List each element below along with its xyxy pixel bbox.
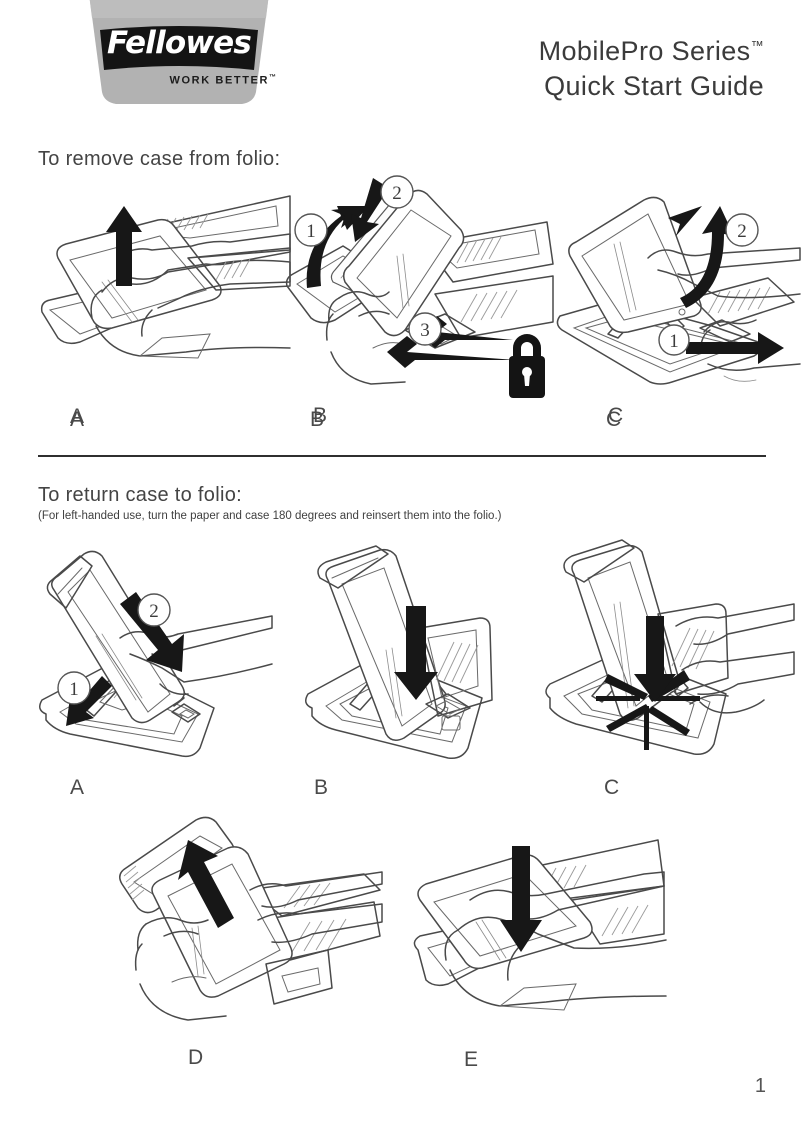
panel-return-c: C: [545, 539, 795, 799]
section-heading-remove: To remove case from folio:: [38, 148, 281, 170]
svg-text:1: 1: [69, 679, 79, 700]
callout-2: 2: [137, 593, 171, 627]
arrow-down-left-icon: [66, 676, 112, 726]
arrow-down-icon: [394, 606, 438, 700]
arrow-curve-up-left-icon: [668, 206, 734, 308]
page-number: 1: [754, 1075, 766, 1097]
panel-letter-return-c: C: [604, 776, 620, 799]
panel-return-b: B: [292, 545, 532, 799]
panel-letter-b-row1: B: [310, 408, 325, 431]
arrow-down-right-icon: [120, 592, 184, 672]
arrow-right-icon: [686, 332, 784, 364]
page-header: Fellowes WORK BETTER™ MobilePro Series™ …: [0, 0, 802, 130]
panel-letter-remove-a: A: [70, 405, 85, 428]
panel-remove-c: 1 2 C: [552, 192, 801, 427]
callout-1: 1: [658, 324, 690, 356]
panel-letter-remove-b: B: [313, 404, 328, 427]
panel-return-a: 2 1 A: [32, 548, 273, 799]
panel-letter-remove-c: C: [608, 404, 624, 427]
panel-letter-return-b: B: [314, 776, 329, 799]
panel-letter-a-row1: A: [70, 408, 85, 431]
callout-2: 2: [725, 213, 759, 247]
panel-remove-b: B: [285, 172, 555, 427]
section-heading-return: To return case to folio:: [38, 484, 242, 506]
panel-remove-a: A: [40, 190, 291, 428]
panel-return-d: D: [112, 816, 383, 1069]
panel-letter-return-a: A: [70, 776, 85, 799]
page-title-line-2: Quick Start Guide: [544, 70, 764, 101]
svg-text:1: 1: [669, 331, 679, 352]
arrow-left-lower-icon: [387, 336, 515, 368]
panel-return-e: E: [396, 838, 667, 1071]
arrow-up-icon: [106, 206, 142, 286]
callout-1: 1: [57, 671, 91, 705]
section-subtitle-return: (For left-handed use, turn the paper and…: [38, 510, 502, 522]
arrow-down-icon: [500, 846, 542, 952]
lock-icon: [509, 334, 545, 398]
panel-letter-c-row1: C: [606, 408, 622, 431]
page-title-tm: ™: [750, 38, 764, 53]
arrow-curve-up-icon: [306, 206, 369, 288]
page-title-line-1-text: MobilePro Series: [538, 36, 751, 66]
arrow-down-icon: [351, 178, 389, 242]
page-title: MobilePro Series™ Quick Start Guide: [539, 34, 764, 103]
panel-letter-return-d: D: [188, 1046, 204, 1069]
arrow-down-icon: [634, 616, 676, 702]
fellowes-logo: Fellowes WORK BETTER™: [68, 0, 290, 108]
page-title-line-1: MobilePro Series™: [539, 34, 764, 69]
arrow-up-left-icon: [178, 840, 234, 928]
section-divider: [38, 455, 766, 457]
svg-text:2: 2: [737, 221, 747, 242]
panel-letter-return-e: E: [464, 1048, 479, 1071]
svg-text:2: 2: [149, 601, 159, 622]
